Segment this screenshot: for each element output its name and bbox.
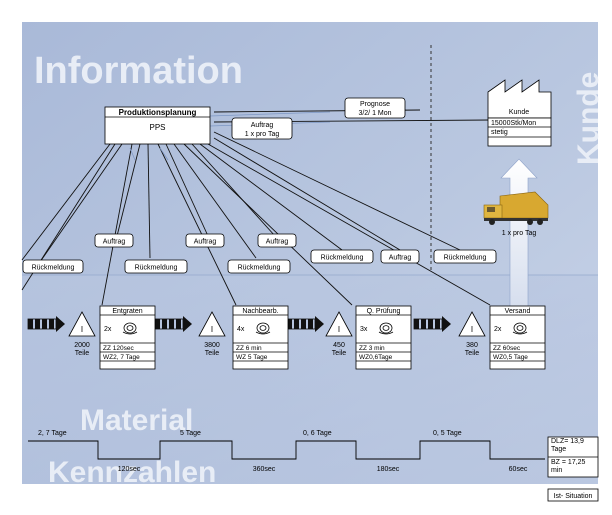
wait-time-4: 0, 5 Tage — [433, 430, 462, 437]
timeline: 2, 7 Tage 5 Tage 0, 6 Tage 0, 5 Tage 120… — [28, 430, 599, 502]
svg-text:Auftrag: Auftrag — [103, 239, 126, 246]
wait-time-1: 2, 7 Tage — [38, 430, 67, 437]
process-zz: ZZ 6 min — [236, 345, 262, 352]
process-name: Entgraten — [112, 308, 142, 315]
process-zz: ZZ 120sec — [103, 345, 134, 352]
process-staff: 2x — [104, 326, 112, 333]
rueckmeldung-flag-2: Rückmeldung — [124, 259, 188, 274]
planning-title: Produktionsplanung — [119, 108, 197, 117]
svg-text:I: I — [211, 325, 213, 334]
section-material: Material — [80, 404, 193, 437]
planning-box: Produktionsplanung PPS — [104, 106, 211, 145]
inventory-triangle-icon — [198, 311, 226, 337]
auftrag-flag-1: Auftrag — [94, 233, 134, 248]
situation-box — [547, 488, 599, 502]
section-information: Information — [34, 50, 243, 92]
inventory-qty: 2000 — [74, 342, 90, 349]
process-time-4: 60sec — [509, 466, 528, 473]
process-name: Q. Prüfung — [367, 308, 401, 315]
inventory-qty: 380 — [466, 342, 478, 349]
svg-text:I: I — [338, 325, 340, 334]
wait-time-3: 0, 6 Tage — [303, 430, 332, 437]
auftrag-flag-2: Auftrag — [185, 233, 225, 248]
svg-text:Rückmeldung: Rückmeldung — [238, 265, 281, 272]
inventory-2: I 3800 Teile — [198, 311, 226, 357]
information-lines — [21, 109, 491, 306]
svg-text:I: I — [471, 325, 473, 334]
customer-demand: 15000Stk/Mon — [491, 120, 536, 127]
inventory-unit: Teile — [465, 350, 480, 357]
svg-text:Auftrag: Auftrag — [194, 239, 217, 246]
rueckmeldung-flag-5: Rückmeldung — [433, 249, 497, 264]
svg-text:Auftrag: Auftrag — [389, 255, 412, 262]
inventory-triangle-icon — [68, 311, 96, 337]
process-entgraten: Entgraten 2x ZZ 120sec WZ2, 7 Tage — [99, 305, 156, 370]
customer-name: Kunde — [509, 109, 529, 116]
process-wz: WZ 5 Tage — [236, 354, 268, 361]
rueckmeldung-flag-4: Rückmeldung — [310, 249, 374, 264]
process-wz: WZ0,6Tage — [359, 354, 393, 361]
inventory-unit: Teile — [332, 350, 347, 357]
inventory-unit: Teile — [75, 350, 90, 357]
bz-value: BZ = 17,25 min — [551, 459, 586, 474]
situation-label: Ist- Situation — [554, 493, 593, 500]
process-staff: 4x — [237, 326, 245, 333]
svg-text:Rückmeldung: Rückmeldung — [321, 255, 364, 262]
section-kennzahlen: Kennzahlen — [48, 456, 216, 489]
process-wz: WZ0,5 Tage — [493, 354, 528, 361]
svg-text:Rückmeldung: Rückmeldung — [32, 265, 75, 272]
inventory-unit: Teile — [205, 350, 220, 357]
process-time-3: 180sec — [377, 466, 400, 473]
svg-text:Auftrag: Auftrag — [266, 239, 289, 246]
process-versand: Versand 2x ZZ 60sec WZ0,5 Tage — [489, 305, 546, 370]
factory-icon — [487, 79, 552, 119]
process-staff: 3x — [360, 326, 368, 333]
process-nachbearb: Nachbearb. 4x ZZ 6 min WZ 5 Tage — [232, 305, 289, 370]
truck-frequency: 1 x pro Tag — [502, 230, 537, 237]
top-auftrag-flag: Auftrag 1 x pro Tag — [231, 117, 293, 140]
process-staff: 2x — [494, 326, 502, 333]
process-wz: WZ2, 7 Tage — [103, 354, 140, 361]
rueckmeldung-flags: Rückmeldung Rückmeldung Rückmeldung Rück… — [22, 249, 497, 274]
auftrag-flag-3: Auftrag — [257, 233, 297, 248]
top-auftrag-label: Auftrag — [251, 122, 274, 129]
customer-factory: Kunde 15000Stk/Mon stetig — [487, 79, 552, 147]
inventory-triangle-icon — [458, 311, 486, 337]
inventory-qty: 3800 — [204, 342, 220, 349]
svg-text:I: I — [81, 325, 83, 334]
customer-pattern: stetig — [491, 129, 508, 136]
timeline-line — [28, 440, 545, 460]
rueckmeldung-flag-1: Rückmeldung — [22, 259, 84, 274]
wait-time-2: 5 Tage — [180, 430, 201, 437]
process-name: Versand — [505, 308, 531, 315]
inventory-3: I 450 Teile — [325, 311, 353, 357]
process-q-pruefung: Q. Prüfung 3x ZZ 3 min WZ0,6Tage — [355, 305, 412, 370]
svg-text:Rückmeldung: Rückmeldung — [135, 265, 178, 272]
prognose-flag: Prognose 3/2/ 1 Mon — [344, 97, 406, 119]
planning-subtitle: PPS — [149, 123, 165, 132]
process-time-1: 120sec — [118, 466, 141, 473]
process-name: Nachbearb. — [242, 308, 278, 315]
auftrag-flags: Auftrag Auftrag Auftrag Auftrag — [94, 233, 420, 264]
truck-icon — [483, 191, 549, 225]
top-auftrag-frequency: 1 x pro Tag — [245, 131, 280, 138]
inventory-qty: 450 — [333, 342, 345, 349]
section-kunde: Kunde — [572, 72, 605, 165]
auftrag-flag-4: Auftrag — [380, 249, 420, 264]
process-zz: ZZ 60sec — [493, 345, 521, 352]
dlz-value: DLZ= 13,9 Tage — [551, 438, 584, 453]
process-zz: ZZ 3 min — [359, 345, 385, 352]
svg-text:Rückmeldung: Rückmeldung — [444, 255, 487, 262]
inventory-1: I 2000 Teile — [68, 311, 96, 357]
prognose-label: Prognose — [360, 101, 390, 108]
prognose-period: 3/2/ 1 Mon — [358, 110, 391, 117]
process-time-2: 360sec — [253, 466, 276, 473]
inventory-4: I 380 Teile — [458, 311, 486, 357]
rueckmeldung-flag-3: Rückmeldung — [227, 259, 291, 274]
inventory-triangle-icon — [325, 311, 353, 337]
